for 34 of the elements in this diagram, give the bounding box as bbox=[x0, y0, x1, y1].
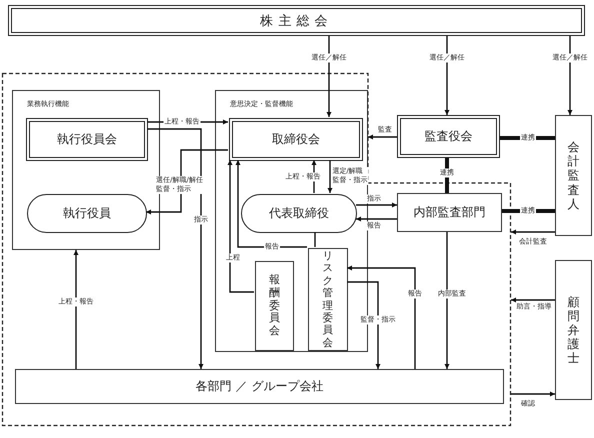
arrow bbox=[235, 160, 307, 248]
arrow bbox=[356, 216, 397, 222]
connector-line bbox=[314, 232, 316, 247]
board-box: 取締役会 bbox=[229, 118, 363, 161]
arrow bbox=[511, 297, 555, 303]
counsel-box: 顧問弁護士 bbox=[555, 260, 592, 400]
arrow bbox=[511, 391, 555, 397]
arrow bbox=[356, 202, 397, 208]
arrow bbox=[147, 128, 204, 369]
department-box: 内部監査部門 bbox=[397, 193, 502, 232]
arrow bbox=[444, 232, 450, 369]
arrow bbox=[347, 281, 381, 369]
committee-box: リスク管理委員会 bbox=[308, 248, 348, 351]
function-panel bbox=[215, 90, 368, 352]
arrow bbox=[326, 36, 332, 117]
board-box: 監査役会 bbox=[397, 115, 500, 158]
board-box: 執行役員会 bbox=[26, 118, 148, 161]
arrow bbox=[444, 36, 450, 115]
arrow bbox=[347, 265, 416, 369]
arrow bbox=[146, 149, 228, 215]
committee-box: 報酬委員会 bbox=[255, 261, 294, 351]
dashed-boundary bbox=[2, 73, 511, 426]
arrow bbox=[511, 229, 555, 235]
arrow bbox=[227, 160, 254, 293]
meeting-box: 株主総会 bbox=[8, 5, 585, 36]
arrow bbox=[327, 160, 333, 193]
arrow bbox=[368, 134, 397, 140]
arrow bbox=[73, 250, 79, 369]
arrow bbox=[567, 36, 573, 115]
auditor-box: 会計監査人 bbox=[555, 115, 592, 236]
link-line bbox=[445, 158, 449, 193]
officer-pill: 代表取締役 bbox=[241, 194, 357, 233]
department-box: 各部門 ／ グループ会社 bbox=[15, 369, 504, 404]
officer-pill: 執行役員 bbox=[27, 194, 147, 233]
